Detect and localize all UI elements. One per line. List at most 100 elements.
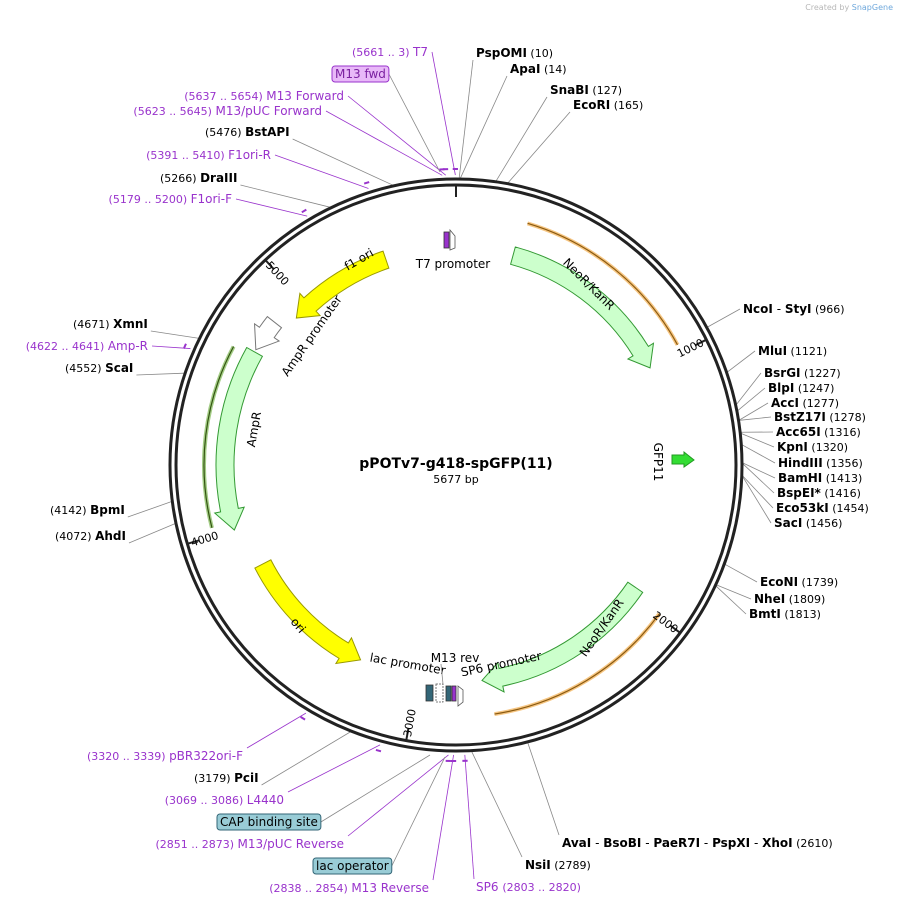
site-leader-line	[739, 416, 772, 421]
site-leader-line	[742, 475, 774, 509]
site-position: (1416)	[821, 487, 861, 500]
site-name: DraIII	[200, 171, 237, 185]
primer-leader-line	[432, 754, 454, 881]
site-position: (1809)	[785, 593, 825, 606]
primer-range: (3069 .. 3086)	[165, 794, 247, 807]
site-label: BstZ17I (1278)	[774, 410, 866, 424]
snapgene-watermark: Created by SnapGene	[805, 3, 893, 12]
t7-promoter-label: T7 promoter	[415, 257, 491, 271]
site-position: (2789)	[551, 859, 591, 872]
primer-range: (4622 .. 4641)	[26, 340, 108, 353]
primer-label: (5637 .. 5654) M13 Forward	[184, 89, 344, 103]
m13-fwd-label-leader	[388, 73, 441, 173]
tick-label: 4000	[189, 529, 220, 549]
site-leader-line	[471, 751, 523, 858]
site-label: MluI (1121)	[758, 344, 827, 358]
orf-arc-1-line	[527, 222, 679, 346]
site-label: Eco53kI (1454)	[776, 501, 869, 515]
tick-label: 2000	[650, 609, 680, 636]
primer-leader-line	[431, 51, 456, 176]
t7-feature-box	[443, 231, 450, 249]
tick-mark	[264, 259, 275, 270]
t7-promoter-arrow	[449, 228, 456, 251]
site-position: (127)	[589, 84, 622, 97]
primer-label: (5179 .. 5200) F1ori-F	[109, 192, 233, 206]
lac-operator-label: lac operator	[312, 857, 393, 875]
primer-name: pBR322ori-F	[169, 749, 243, 763]
primer-leader-line	[287, 744, 381, 793]
primer-name: M13/pUC Reverse	[238, 837, 345, 851]
site-label: (4552) ScaI	[65, 361, 133, 375]
site-position: (1277)	[799, 397, 839, 410]
primer-label: (2851 .. 2873) M13/pUC Reverse	[155, 837, 344, 851]
site-name: AhdI	[95, 529, 126, 543]
cap-binding-site-label: CAP binding site	[216, 813, 322, 831]
ampr-label: AmpR	[244, 410, 264, 448]
site-leader-line	[716, 584, 752, 600]
site-leader-line	[741, 433, 775, 448]
plasmid-name: pPOTv7-g418-spGFP(11)	[359, 456, 552, 472]
primer-name: F1ori-R	[228, 148, 271, 162]
site-label: (4142) BpmI	[50, 503, 125, 517]
primer-range: (2838 .. 2854)	[269, 882, 351, 895]
site-leader-line	[742, 462, 776, 479]
site-leader-line	[292, 138, 393, 186]
site-leader-line	[460, 75, 508, 179]
ring-outer	[168, 177, 744, 753]
site-position: (1813)	[781, 608, 821, 621]
neor-kanr-label-2: NeoR/KanR	[577, 596, 627, 659]
primer-name: F1ori-F	[191, 192, 232, 206]
m13-rev-leader	[440, 663, 444, 685]
primer-label: (3069 .. 3086) L4440	[165, 793, 284, 807]
primer-range: (5637 .. 5654)	[184, 90, 266, 103]
cap-binding-site-label-box	[216, 813, 322, 831]
site-name: MluI	[758, 344, 787, 358]
site-label: KpnI (1320)	[777, 440, 848, 454]
tick-label: 3000	[401, 708, 419, 738]
primer-label: SP6 (2803 .. 2820)	[476, 880, 581, 894]
site-name: ScaI	[105, 361, 133, 375]
site-name: BstAPI	[245, 125, 290, 139]
primer-mark	[300, 716, 306, 721]
site-leader-line	[736, 372, 762, 405]
site-position: (1739)	[798, 576, 838, 589]
site-label: ApaI (14)	[510, 62, 567, 76]
site-name: XhoI	[762, 836, 793, 850]
site-name: PciI	[234, 771, 259, 785]
f1-ori-arrow	[295, 250, 390, 319]
ampr-arrow	[213, 346, 264, 531]
site-position: (14)	[540, 63, 566, 76]
tick-label: 5000	[263, 259, 292, 288]
site-leader-line	[725, 564, 758, 583]
neor-kanr-arrow-1	[509, 246, 655, 369]
site-position: (2610)	[793, 837, 833, 850]
primer-label: (4622 .. 4641) Amp-R	[26, 339, 148, 353]
ampr-orf-line	[203, 346, 235, 529]
site-leader-line	[458, 59, 474, 179]
site-position: (1227)	[801, 367, 841, 380]
site-name: BamHI	[778, 471, 822, 485]
primer-name: L4440	[247, 793, 284, 807]
site-label: NcoI - StyI (966)	[743, 302, 845, 316]
site-name: BpmI	[90, 503, 125, 517]
site-leader-line	[715, 585, 747, 615]
site-position: (4671)	[73, 318, 113, 331]
site-position: (1320)	[808, 441, 848, 454]
cap-site-box	[425, 684, 434, 702]
primer-label: (5623 .. 5645) M13/pUC Forward	[133, 104, 322, 118]
site-leader-line	[495, 96, 548, 182]
primer-range: (2851 .. 2873)	[155, 838, 237, 851]
primer-range: (5661 .. 3)	[352, 46, 413, 59]
primer-range: (5391 .. 5410)	[146, 149, 228, 162]
primer-leader-line	[347, 95, 446, 176]
site-name: BspEI*	[777, 486, 822, 500]
site-leader-line	[150, 330, 199, 339]
primer-leader-line	[464, 754, 475, 880]
site-position: (1121)	[787, 345, 827, 358]
primer-leader-line	[235, 198, 308, 217]
site-name: Eco53kI	[776, 501, 829, 515]
site-position: (3179)	[194, 772, 234, 785]
tick-mark	[405, 728, 410, 741]
primer-range: (3320 .. 3339)	[87, 750, 169, 763]
site-leader-line	[128, 523, 176, 544]
